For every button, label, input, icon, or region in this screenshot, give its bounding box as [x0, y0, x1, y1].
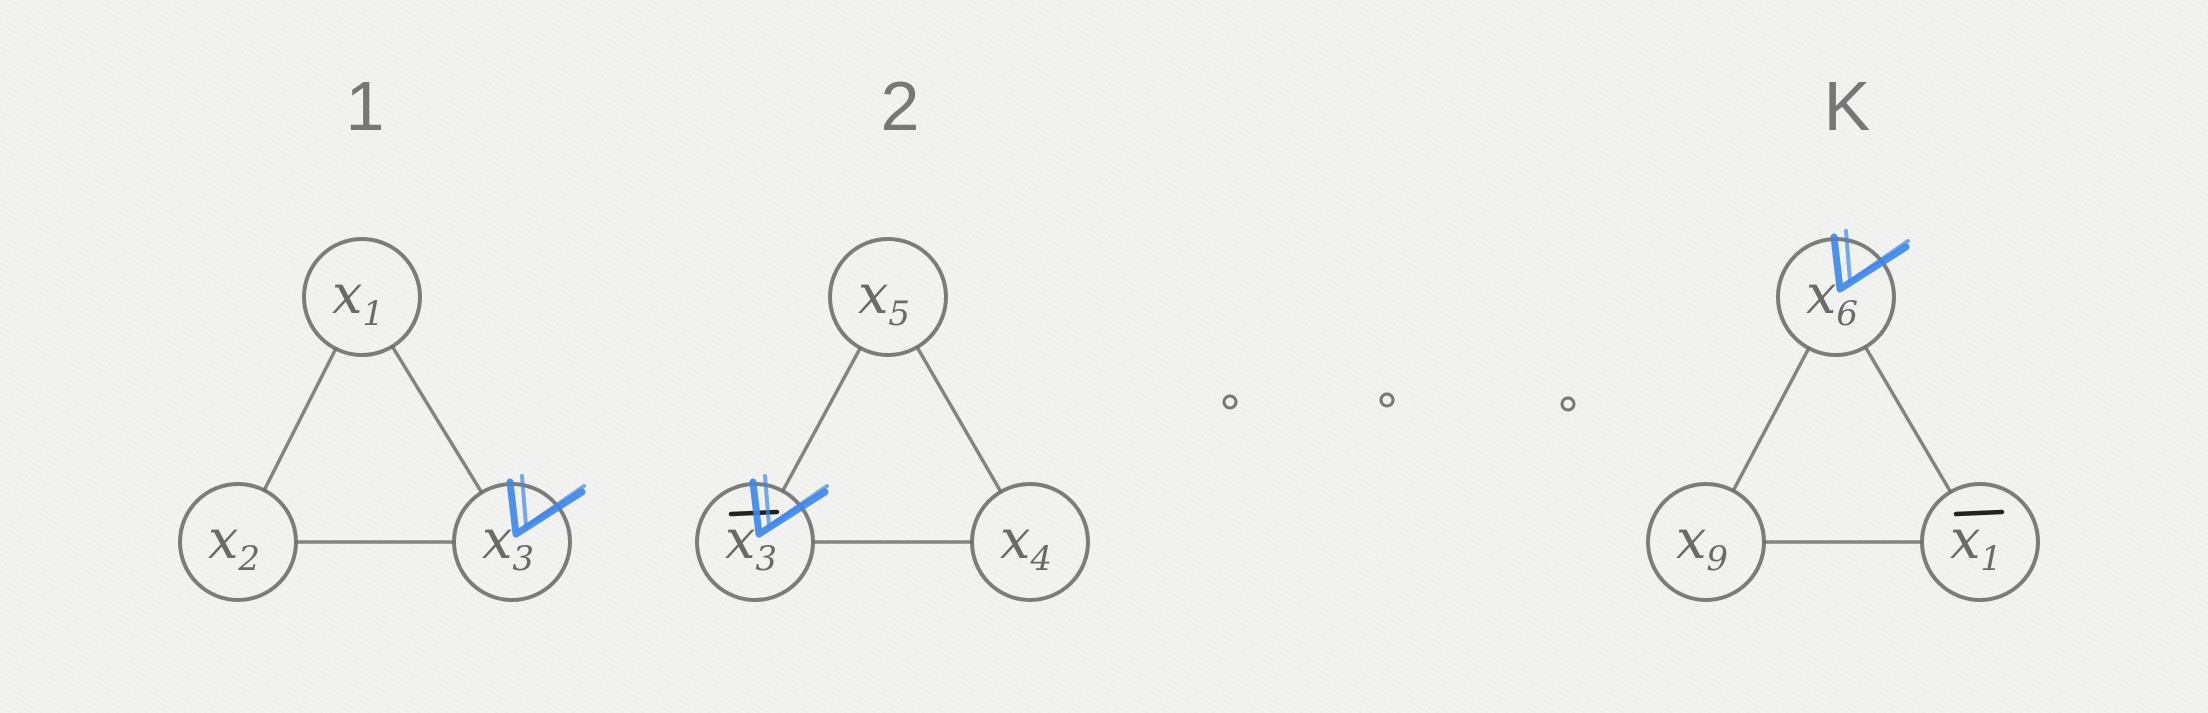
literal-node: x9: [1646, 482, 1766, 602]
variable-subscript: 4: [1029, 539, 1052, 579]
literal-label: x9: [1676, 508, 1728, 579]
literal-label: x1: [332, 263, 384, 334]
literal-label: x3: [725, 508, 777, 579]
node-circle: [970, 482, 1090, 602]
clause-title: K: [1824, 67, 1871, 145]
variable-name: x: [332, 263, 362, 326]
variable-subscript: 5: [888, 294, 910, 334]
variable-subscript: 3: [512, 539, 534, 579]
check-icon-stroke: [1844, 229, 1910, 283]
triangle-edge: [915, 345, 1003, 494]
clause-title: 2: [881, 67, 920, 145]
literal-label: x1: [1950, 508, 2002, 579]
variable-name: x: [482, 508, 512, 571]
ellipsis-dot: [1222, 394, 1238, 410]
variable-name: x: [858, 263, 888, 326]
node-circle: [828, 237, 948, 357]
literal-label: x2: [208, 508, 260, 579]
node-circle: [1920, 482, 2040, 602]
variable-name: x: [1806, 263, 1836, 326]
literal-node: x3: [452, 474, 586, 602]
variable-subscript: 9: [1706, 539, 1728, 579]
check-icon: [506, 478, 586, 538]
variable-subscript: 2: [237, 539, 260, 579]
variable-subscript: 6: [1836, 294, 1858, 334]
literal-node: x1: [1920, 482, 2040, 602]
literal-node: x4: [970, 482, 1090, 602]
check-icon: [1830, 233, 1910, 293]
triangle-edge: [1731, 346, 1811, 493]
variable-name: x: [1950, 508, 1980, 571]
variable-name: x: [1000, 508, 1030, 571]
literal-node: x1: [302, 237, 422, 357]
variable-name: x: [725, 508, 755, 571]
literal-node: x5: [828, 237, 948, 357]
literal-label: x3: [482, 508, 534, 579]
literal-node: x3: [695, 474, 829, 602]
literal-node: x2: [178, 482, 298, 602]
variable-subscript: 1: [1980, 539, 2002, 579]
triangle-edge: [1863, 345, 1953, 494]
node-circle: [178, 482, 298, 602]
variable-name: x: [208, 508, 238, 571]
node-circle: [302, 237, 422, 357]
clause-title: 1: [346, 67, 385, 145]
check-icon-stroke: [520, 474, 586, 528]
check-icon: [749, 478, 829, 538]
check-icon-stroke: [763, 474, 829, 528]
node-circle: [1646, 482, 1766, 602]
triangle-edge: [780, 346, 863, 493]
triangle-edge: [390, 344, 484, 495]
ellipsis: [1222, 392, 1576, 412]
ellipsis-dot: [1379, 392, 1395, 408]
literal-label: x6: [1806, 263, 1858, 334]
variable-name: x: [1676, 508, 1706, 571]
variable-subscript: 1: [362, 294, 384, 334]
literal-node: x6: [1776, 229, 1910, 357]
variable-subscript: 3: [755, 539, 777, 579]
ellipsis-dot: [1560, 396, 1576, 412]
literal-label: x4: [1000, 508, 1052, 579]
triangle-edge: [262, 346, 338, 493]
literal-label: x5: [858, 263, 910, 334]
negation-bar: [1953, 509, 2005, 517]
